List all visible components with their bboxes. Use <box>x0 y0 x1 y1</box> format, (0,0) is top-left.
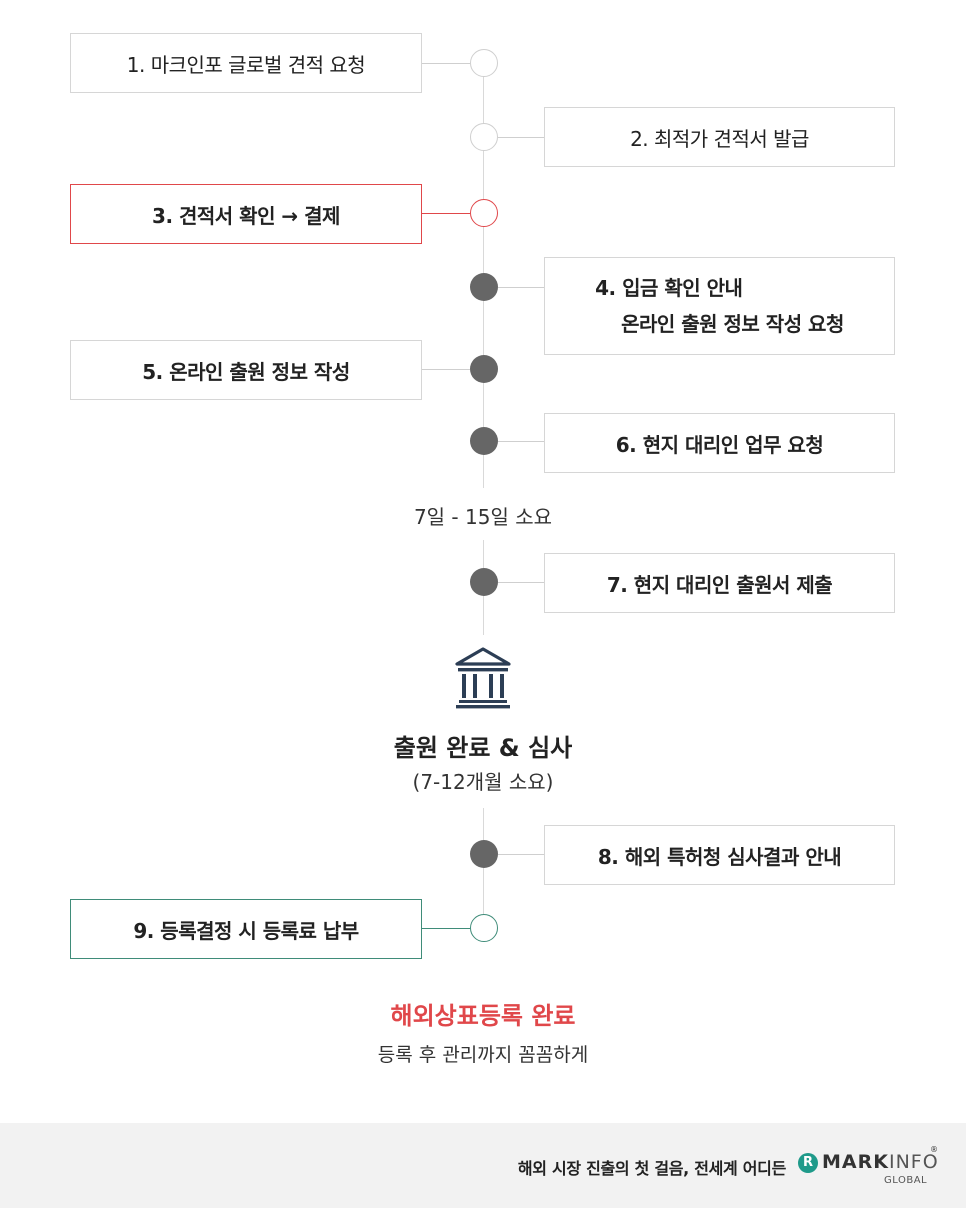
logo-subtitle: GLOBAL <box>884 1175 928 1186</box>
logo-word-bold: MARK <box>822 1151 889 1173</box>
step-1-box: 1. 마크인포 글로벌 견적 요청 <box>70 33 422 93</box>
logo-registered-mark: ® <box>930 1145 938 1154</box>
step-4-node <box>470 273 498 301</box>
brand-logo[interactable]: R MARKINFO ® GLOBAL <box>798 1145 948 1189</box>
courthouse-icon <box>453 646 513 710</box>
step-1-label: 1. 마크인포 글로벌 견적 요청 <box>126 52 366 77</box>
step-5-label: 5. 온라인 출원 정보 작성 <box>142 359 350 384</box>
step-9-box: 9. 등록결정 시 등록료 납부 <box>70 899 422 959</box>
step-7-connector <box>498 582 544 583</box>
step-2-connector <box>498 137 544 138</box>
step-6-label: 6. 현지 대리인 업무 요청 <box>615 432 824 457</box>
step-2-box: 2. 최적가 견적서 발급 <box>544 107 895 167</box>
step-7-node <box>470 568 498 596</box>
logo-wordmark: MARKINFO <box>822 1151 939 1173</box>
step-9-node <box>470 914 498 942</box>
step-3-label: 3. 견적서 확인 → 결제 <box>152 203 340 228</box>
duration-note: 7일 - 15일 소요 <box>413 505 553 529</box>
completion-title: 해외상표등록 완료 <box>390 1002 576 1030</box>
step-9-label: 9. 등록결정 시 등록료 납부 <box>133 918 359 943</box>
logo-word-light: INFO <box>888 1151 939 1173</box>
step-6-connector <box>498 441 544 442</box>
milestone-title: 출원 완료 & 심사 <box>393 734 573 762</box>
step-6-node <box>470 427 498 455</box>
step-8-label: 8. 해외 특허청 심사결과 안내 <box>597 844 842 869</box>
step-7-box: 7. 현지 대리인 출원서 제출 <box>544 553 895 613</box>
step-8-connector <box>498 854 544 855</box>
milestone-subtitle: (7-12개월 소요) <box>412 770 554 794</box>
step-1-node <box>470 49 498 77</box>
step-4-label-line2: 온라인 출원 정보 작성 요청 <box>621 312 844 336</box>
step-8-box: 8. 해외 특허청 심사결과 안내 <box>544 825 895 885</box>
step-5-node <box>470 355 498 383</box>
step-1-connector <box>422 63 470 64</box>
step-8-node <box>470 840 498 868</box>
footer-bar: 해외 시장 진출의 첫 걸음, 전세계 어디든 R MARKINFO ® GLO… <box>0 1123 966 1208</box>
step-3-node <box>470 199 498 227</box>
step-5-box: 5. 온라인 출원 정보 작성 <box>70 340 422 400</box>
step-4-box: 4. 입금 확인 안내 온라인 출원 정보 작성 요청 <box>544 257 895 355</box>
step-3-connector <box>422 213 470 214</box>
step-4-connector <box>498 287 544 288</box>
step-2-label: 2. 최적가 견적서 발급 <box>630 126 809 151</box>
completion-subtitle: 등록 후 관리까지 꼼꼼하게 <box>377 1044 589 1066</box>
logo-mark-icon: R <box>798 1153 818 1173</box>
step-3-box: 3. 견적서 확인 → 결제 <box>70 184 422 244</box>
footer-slogan: 해외 시장 진출의 첫 걸음, 전세계 어디든 <box>517 1159 786 1178</box>
step-4-label-line1: 4. 입금 확인 안내 <box>595 276 743 300</box>
step-9-connector <box>422 928 470 929</box>
timeline-line-lower <box>483 808 484 928</box>
step-7-label: 7. 현지 대리인 출원서 제출 <box>606 572 833 597</box>
step-6-box: 6. 현지 대리인 업무 요청 <box>544 413 895 473</box>
step-5-connector <box>422 369 470 370</box>
step-2-node <box>470 123 498 151</box>
